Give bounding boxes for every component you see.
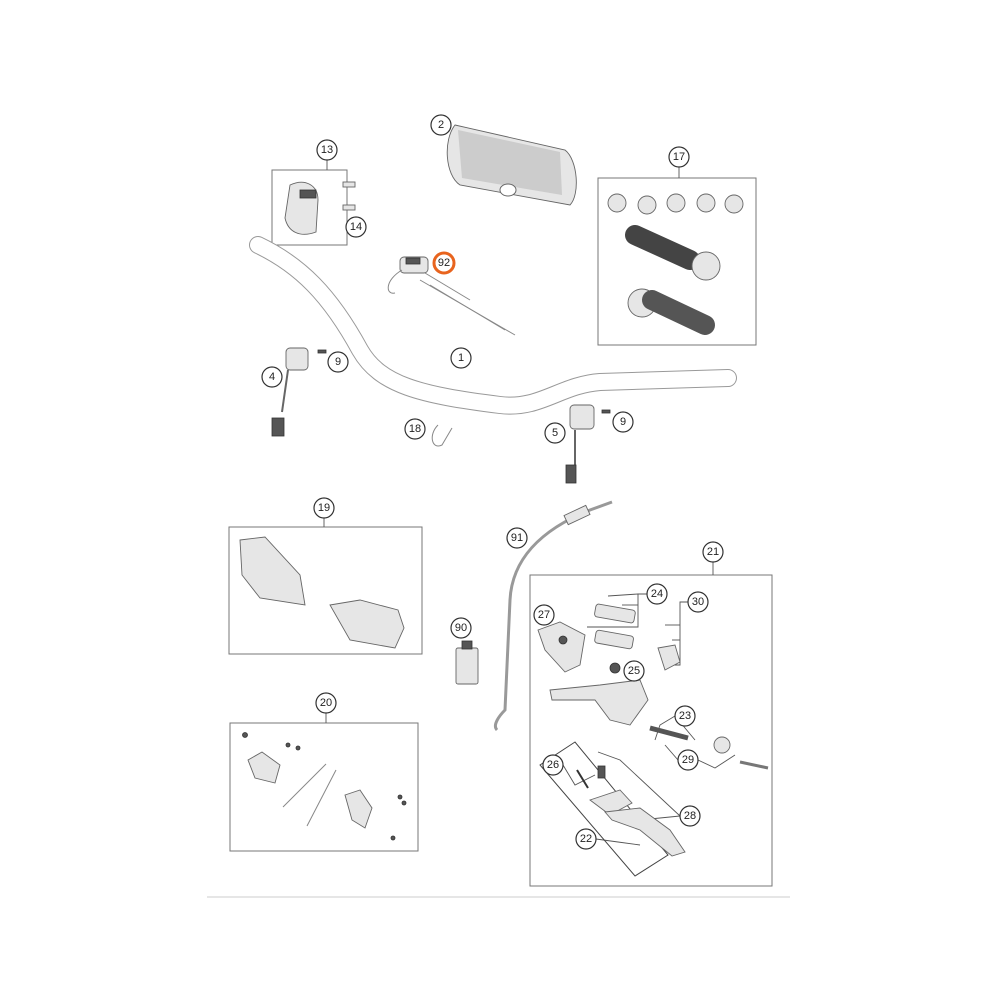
svg-text:27: 27	[538, 609, 550, 621]
callout-24[interactable]: 24	[646, 583, 668, 605]
svg-text:26: 26	[547, 759, 559, 771]
callout-19[interactable]: 19	[313, 497, 335, 519]
svg-text:17: 17	[673, 151, 685, 163]
handlebar-part-1	[249, 236, 737, 415]
callout-21[interactable]: 21	[702, 541, 724, 563]
callout-25[interactable]: 25	[623, 660, 645, 682]
switch-part-4	[271, 347, 327, 437]
svg-text:2: 2	[438, 119, 444, 131]
throttle-part-92	[387, 256, 516, 336]
clutch-master-cylinder-part-21	[537, 603, 769, 877]
callout-22[interactable]: 22	[575, 828, 597, 850]
callout-20[interactable]: 20	[315, 692, 337, 714]
brake-fluid-part-90	[455, 640, 479, 685]
callout-18[interactable]: 18	[404, 418, 426, 440]
callout-2[interactable]: 2	[430, 114, 452, 136]
callout-9[interactable]: 9	[612, 411, 634, 433]
callout-90[interactable]: 90	[450, 617, 472, 639]
callout-14[interactable]: 14	[345, 216, 367, 238]
svg-text:25: 25	[628, 665, 640, 677]
svg-text:22: 22	[580, 833, 592, 845]
svg-text:23: 23	[679, 710, 691, 722]
callout-30[interactable]: 30	[687, 591, 709, 613]
svg-text:19: 19	[318, 502, 330, 514]
callout-91[interactable]: 91	[506, 527, 528, 549]
mounting-kit-part-20	[242, 732, 407, 841]
clamp-part-13	[284, 181, 356, 235]
callout-26[interactable]: 26	[542, 754, 564, 776]
grips-part-17	[607, 193, 744, 335]
svg-text:5: 5	[552, 427, 558, 439]
callout-29[interactable]: 29	[677, 749, 699, 771]
svg-text:30: 30	[692, 596, 704, 608]
callout-27[interactable]: 27	[533, 604, 555, 626]
svg-text:14: 14	[350, 221, 362, 233]
callout-92[interactable]: 92	[432, 251, 456, 275]
callout-5[interactable]: 5	[544, 422, 566, 444]
svg-text:9: 9	[620, 416, 626, 428]
handguards-part-19	[239, 536, 405, 649]
callout-1[interactable]: 1	[450, 347, 472, 369]
cable-tie-part-18	[431, 424, 453, 447]
svg-text:29: 29	[682, 754, 694, 766]
svg-text:24: 24	[651, 588, 663, 600]
svg-text:18: 18	[409, 423, 421, 435]
svg-text:28: 28	[684, 810, 696, 822]
svg-text:92: 92	[438, 257, 450, 269]
group-box-20	[229, 722, 419, 852]
callout-4[interactable]: 4	[261, 366, 283, 388]
callout-17[interactable]: 17	[668, 146, 690, 168]
handlebar-pad-part-2	[446, 124, 577, 206]
group-box-17	[597, 177, 757, 346]
switch-part-5	[565, 404, 611, 484]
svg-text:91: 91	[511, 532, 523, 544]
callout-13[interactable]: 13	[316, 139, 338, 161]
callouts: 1245991314171819202122232425262728293090…	[261, 114, 724, 850]
hose-part-91	[493, 500, 613, 732]
svg-text:1: 1	[458, 352, 464, 364]
svg-text:4: 4	[269, 371, 275, 383]
callout-23[interactable]: 23	[674, 705, 696, 727]
group-box-19	[228, 526, 423, 655]
svg-text:90: 90	[455, 622, 467, 634]
group-box-21	[529, 574, 773, 887]
callout-28[interactable]: 28	[679, 805, 701, 827]
svg-text:21: 21	[707, 546, 719, 558]
svg-text:9: 9	[335, 356, 341, 368]
callout-9[interactable]: 9	[327, 351, 349, 373]
svg-text:13: 13	[321, 144, 333, 156]
svg-text:20: 20	[320, 697, 332, 709]
